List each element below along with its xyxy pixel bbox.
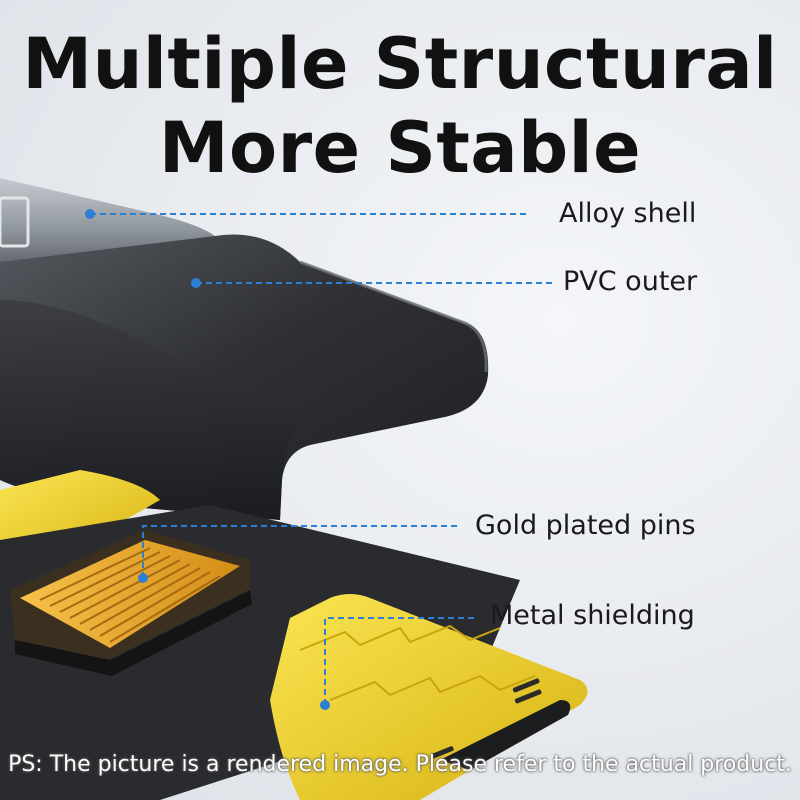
- callout-lines: [90, 213, 555, 705]
- shielding-slot-1: [512, 678, 540, 693]
- pin-slot-edge: [15, 590, 252, 676]
- headline-line-2: More Stable: [158, 107, 642, 189]
- shielding-opening: [440, 700, 571, 770]
- shielding-seam-2: [329, 674, 536, 701]
- headline-line-1: Multiple Structural: [22, 23, 778, 105]
- callout-gold-pins: Gold plated pins: [475, 510, 696, 541]
- housing-rim-highlight: [299, 260, 488, 373]
- callout-alloy-shell: Alloy shell: [559, 198, 697, 229]
- disclaimer-footnote: PS: The picture is a rendered image. Ple…: [8, 752, 792, 777]
- shielding-seam: [299, 624, 501, 651]
- shielding-slot-2: [514, 689, 542, 704]
- callout-metal-shielding: Metal shielding: [490, 600, 695, 631]
- metal-shielding: [270, 594, 588, 800]
- callout-dots: [85, 209, 330, 710]
- pvc-housing-front: [0, 300, 300, 520]
- headline: Multiple Structural More Stable: [0, 22, 800, 190]
- callout-pvc-outer: PVC outer: [563, 266, 698, 297]
- gold-pins: [39, 547, 221, 643]
- shielding-slot-3: [430, 746, 454, 759]
- shell-logo: [0, 196, 30, 248]
